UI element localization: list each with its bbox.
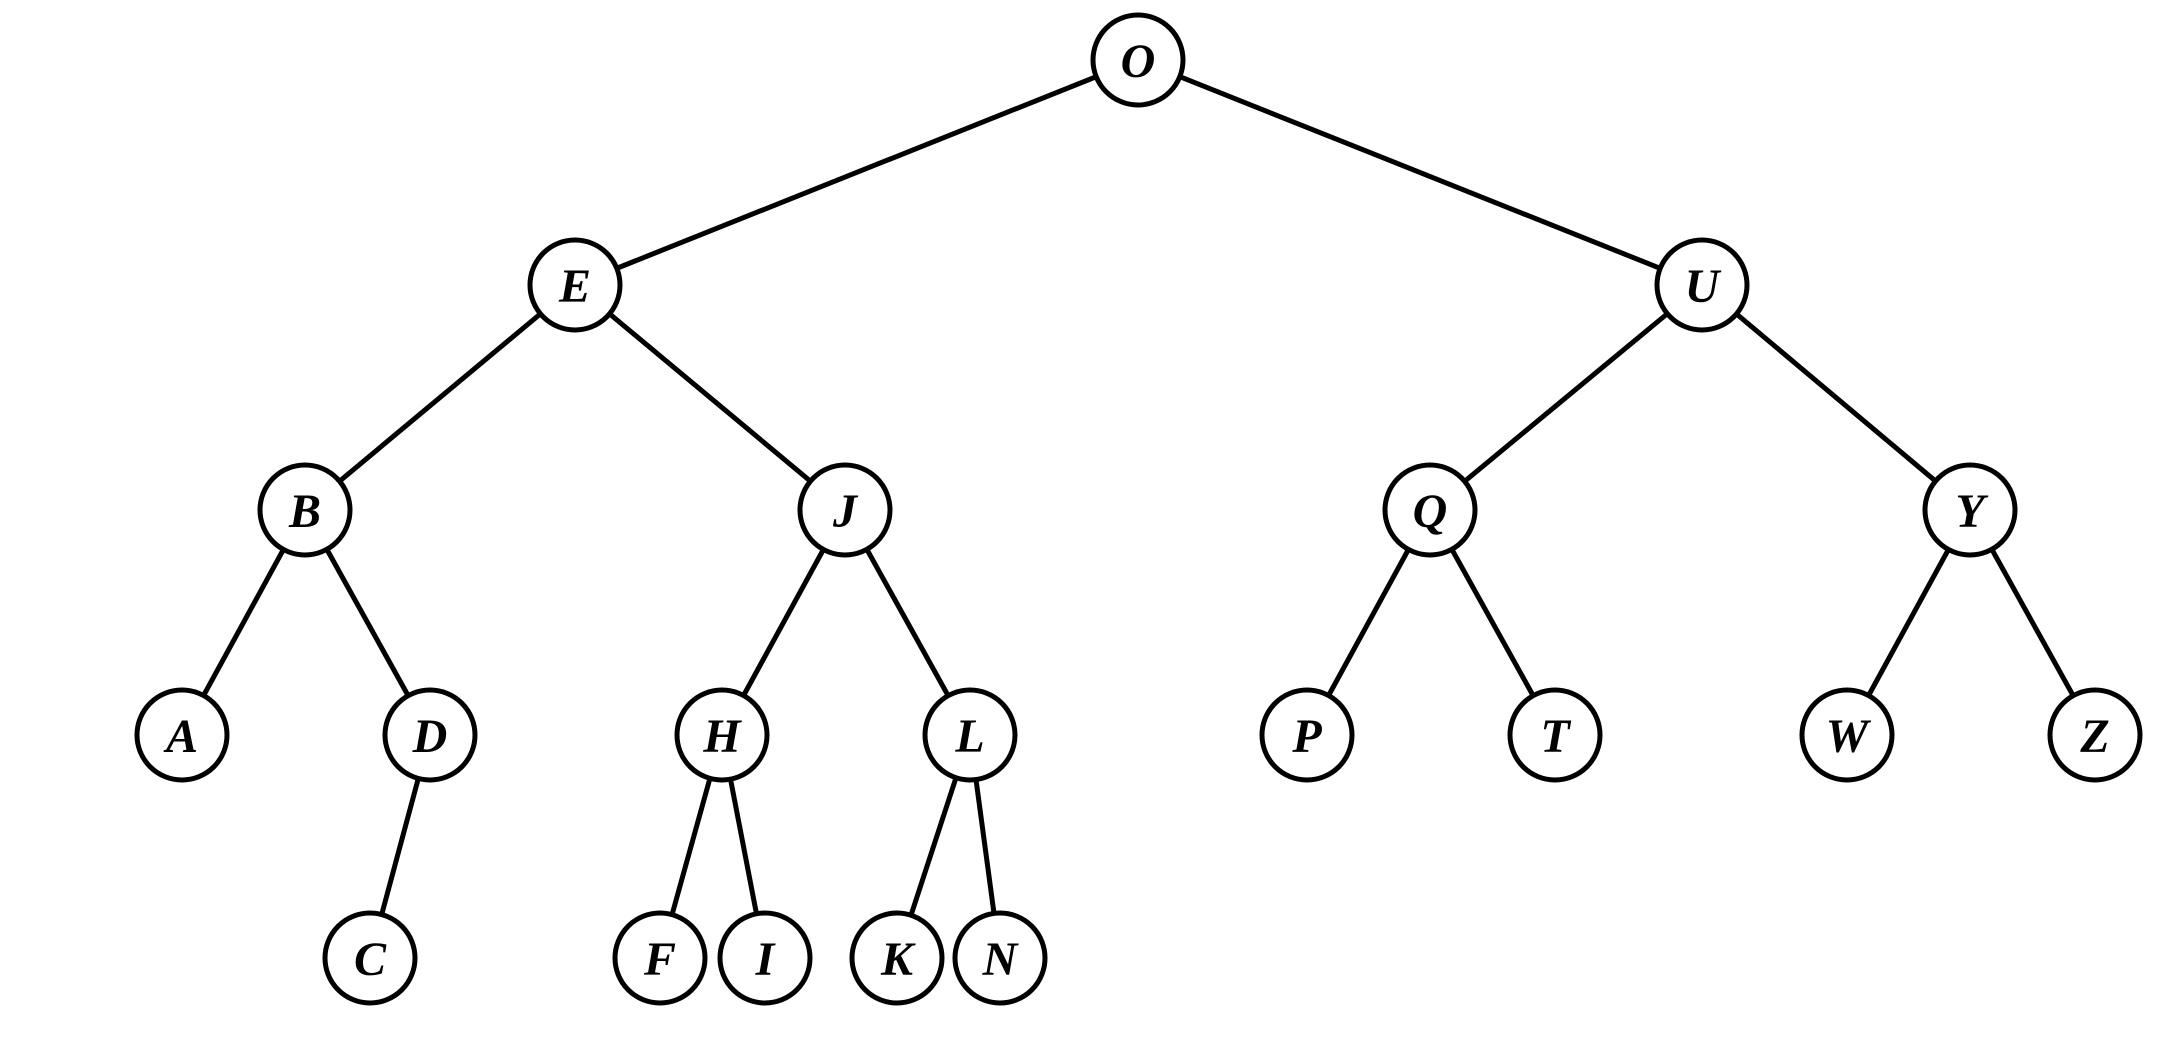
- tree-node-Q: Q: [1382, 462, 1478, 558]
- node-circle-U: [1654, 237, 1750, 333]
- node-label-B: B: [288, 485, 321, 538]
- tree-node-J: J: [797, 462, 893, 558]
- tree-node-W: W: [1799, 687, 1895, 783]
- edge-E-B: [303, 283, 577, 512]
- tree-node-F: F: [612, 910, 708, 1006]
- edge-U-Y: [1700, 283, 1972, 512]
- node-circle-Z: [2047, 687, 2143, 783]
- node-label-L: L: [954, 710, 984, 763]
- node-label-C: C: [354, 933, 387, 986]
- node-label-P: P: [1291, 710, 1322, 763]
- node-circle-O: [1090, 12, 1186, 108]
- tree-node-Z: Z: [2047, 687, 2143, 783]
- node-circle-Y: [1922, 462, 2018, 558]
- node-circle-H: [674, 687, 770, 783]
- node-circle-W: [1799, 687, 1895, 783]
- tree-node-I: I: [717, 910, 813, 1006]
- node-label-U: U: [1685, 260, 1722, 313]
- tree-node-N: N: [952, 910, 1048, 1006]
- node-circle-N: [952, 910, 1048, 1006]
- node-label-W: W: [1826, 710, 1872, 763]
- tree-node-U: U: [1654, 237, 1750, 333]
- node-circle-K: [849, 910, 945, 1006]
- edge-E-J: [573, 283, 847, 512]
- node-circle-I: [717, 910, 813, 1006]
- node-label-I: I: [755, 933, 777, 986]
- tree-node-O: O: [1090, 12, 1186, 108]
- node-circle-L: [922, 687, 1018, 783]
- node-label-J: J: [832, 485, 859, 538]
- node-circle-P: [1259, 687, 1355, 783]
- tree-node-A: A: [134, 687, 230, 783]
- tree-node-P: P: [1259, 687, 1355, 783]
- node-label-H: H: [702, 710, 742, 763]
- node-label-Z: Z: [2079, 710, 2109, 763]
- tree-node-E: E: [527, 237, 623, 333]
- node-label-Q: Q: [1413, 485, 1448, 538]
- node-label-A: A: [163, 710, 198, 763]
- node-circle-Q: [1382, 462, 1478, 558]
- tree-node-H: H: [674, 687, 770, 783]
- node-label-F: F: [643, 933, 676, 986]
- node-circle-A: [134, 687, 230, 783]
- node-circle-J: [797, 462, 893, 558]
- node-circle-C: [322, 910, 418, 1006]
- tree-node-D: D: [382, 687, 478, 783]
- node-label-E: E: [558, 260, 591, 313]
- tree-node-K: K: [849, 910, 945, 1006]
- edge-U-Q: [1428, 283, 1704, 512]
- node-label-T: T: [1540, 710, 1571, 763]
- tree-node-B: B: [257, 462, 353, 558]
- node-circle-D: [382, 687, 478, 783]
- tree-node-C: C: [322, 910, 418, 1006]
- node-circle-F: [612, 910, 708, 1006]
- node-label-N: N: [982, 933, 1020, 986]
- node-circle-B: [257, 462, 353, 558]
- node-circle-T: [1507, 687, 1603, 783]
- node-circle-E: [527, 237, 623, 333]
- node-label-K: K: [880, 933, 916, 986]
- tree-node-Y: Y: [1922, 462, 2018, 558]
- tree-node-L: L: [922, 687, 1018, 783]
- edge-O-U: [1137, 57, 1703, 288]
- node-label-O: O: [1121, 35, 1156, 88]
- edge-O-E: [574, 57, 1139, 288]
- tree-node-T: T: [1507, 687, 1603, 783]
- node-label-Y: Y: [1955, 485, 1988, 538]
- node-label-D: D: [412, 710, 448, 763]
